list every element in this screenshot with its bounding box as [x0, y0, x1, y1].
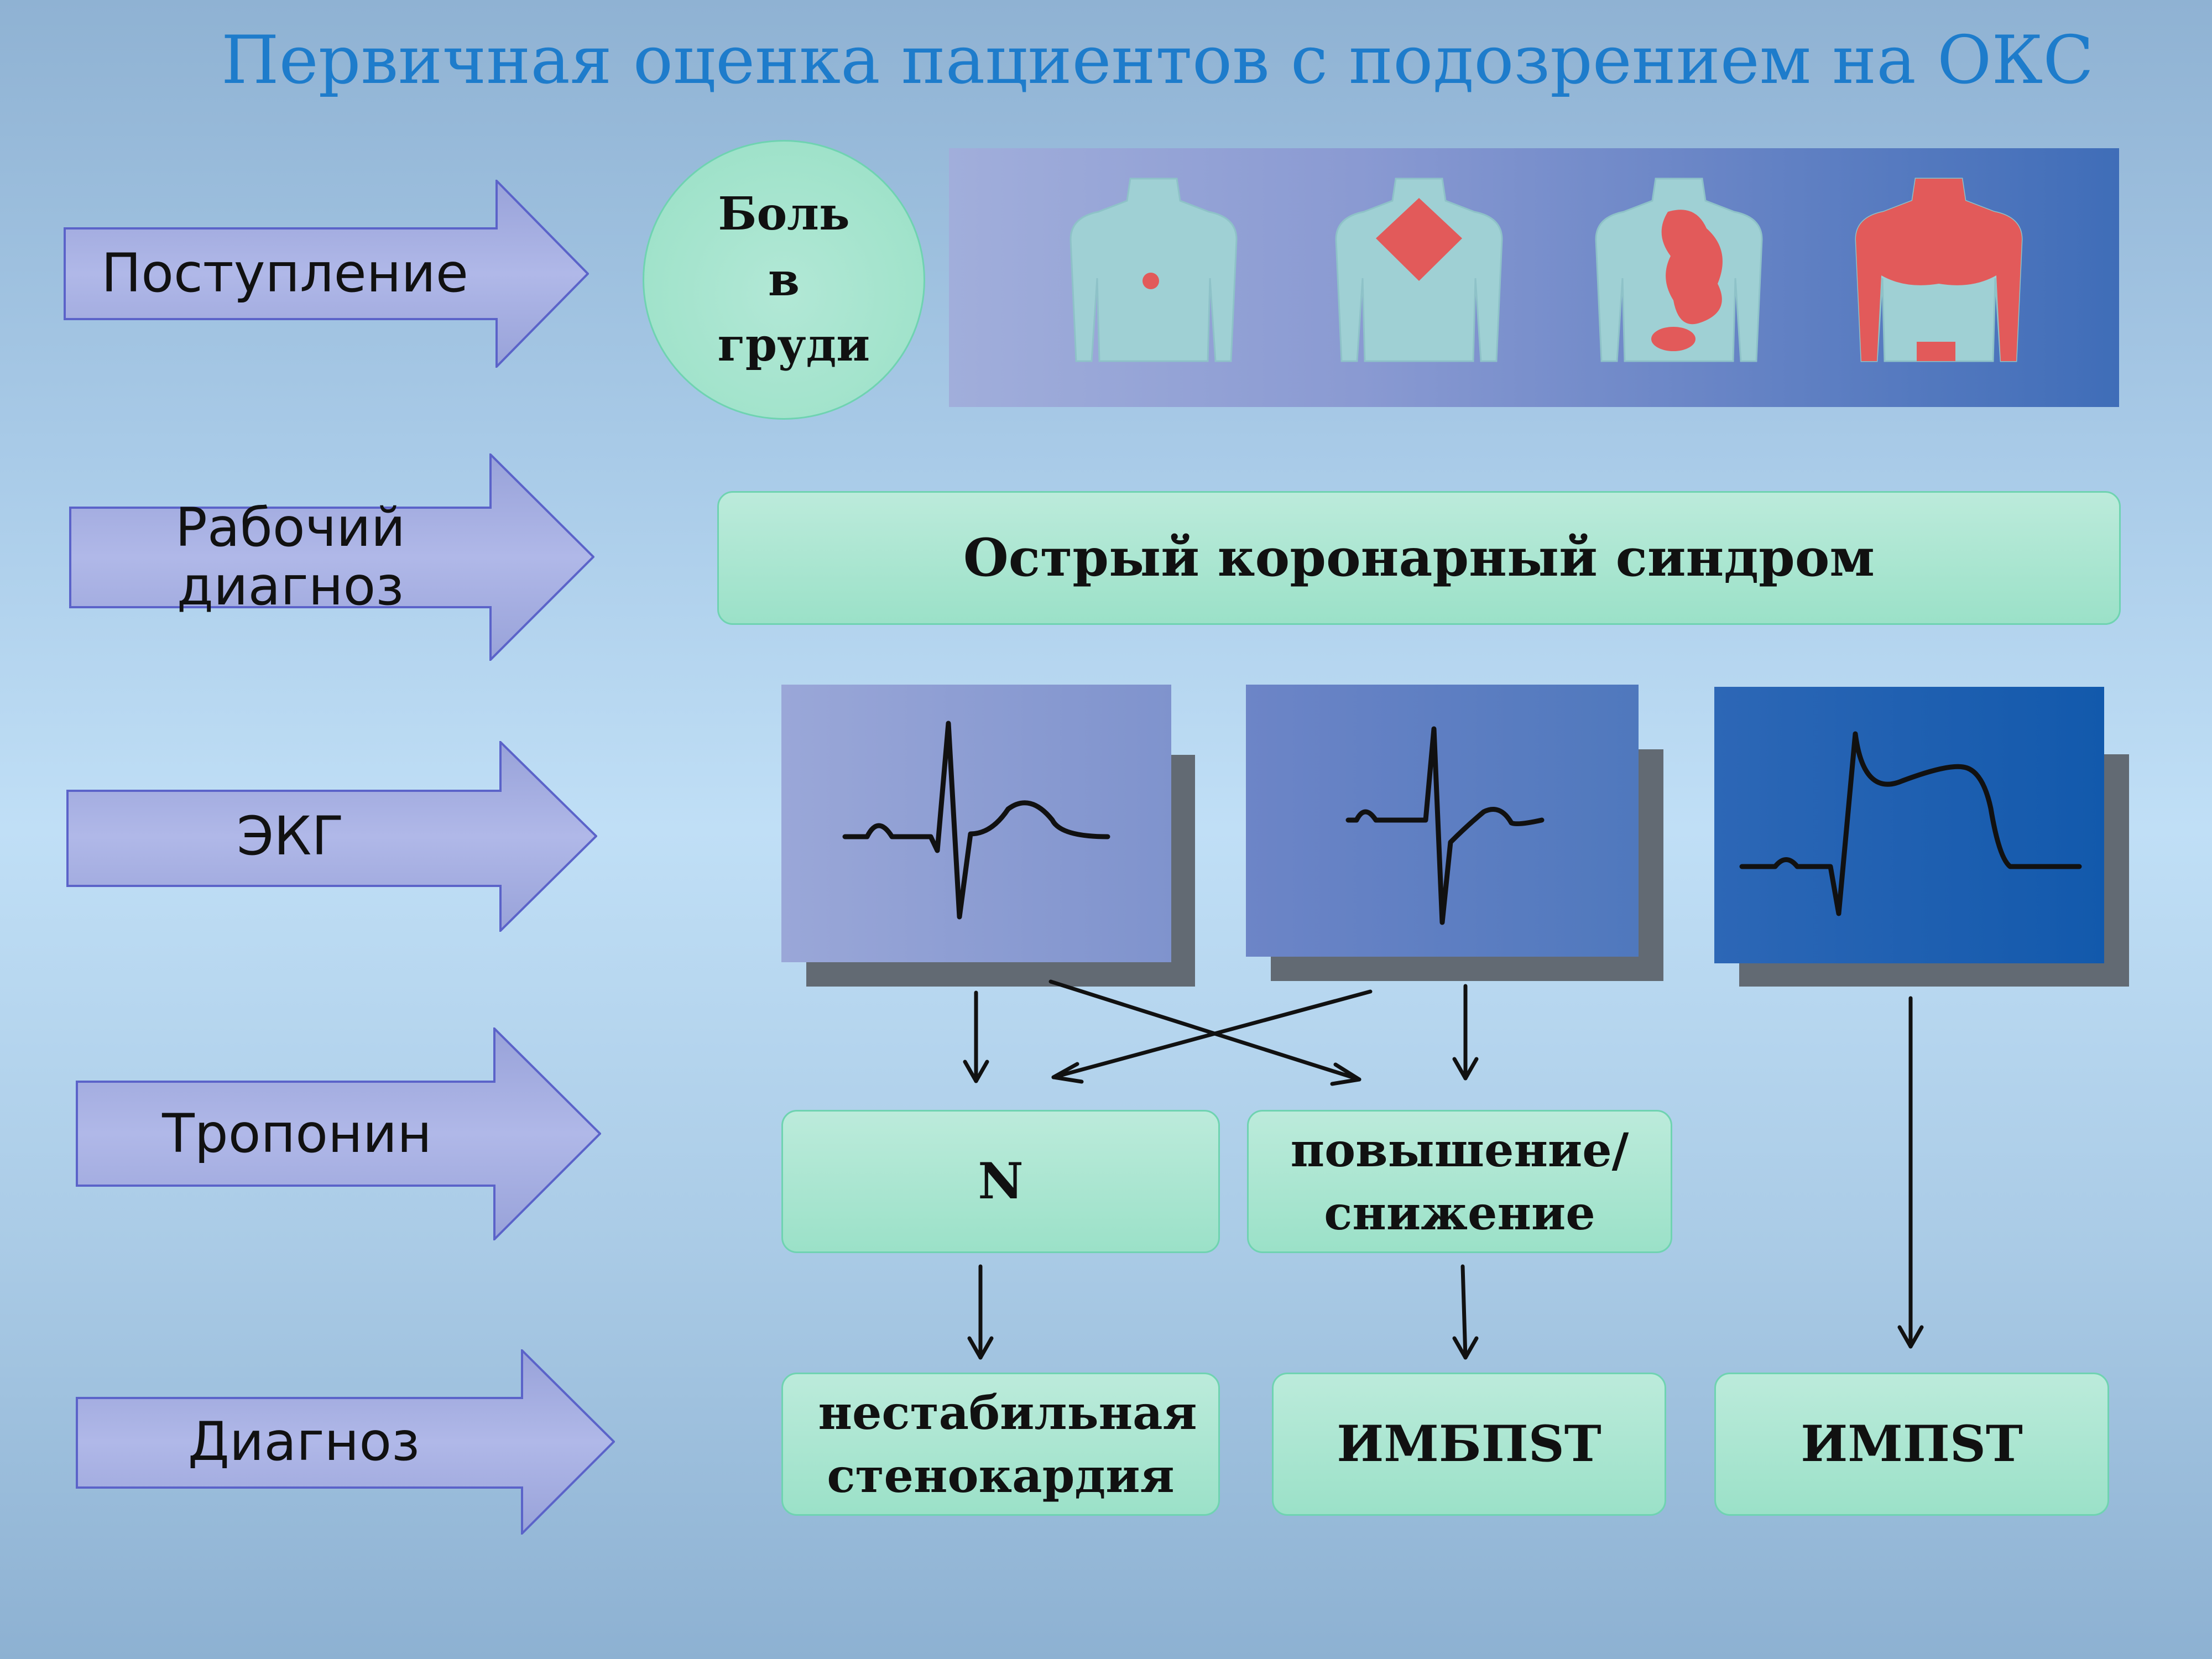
row-arrow-working-diagnosis: Рабочий диагноз	[69, 453, 594, 661]
diagnosis-nstemi-label: ИМБПST	[1337, 1414, 1601, 1473]
page-title: Первичная оценка пациентов с подозрением…	[221, 22, 2094, 99]
torso-pain-point-icon	[1070, 178, 1238, 362]
row-label-troponin: Тропонин	[162, 1102, 432, 1165]
connector-ecg3-to-stemi	[1897, 996, 1924, 1349]
row-label-working-diagnosis: Рабочий диагноз	[175, 496, 406, 617]
troponin-normal-box: N	[781, 1110, 1220, 1253]
torso-pain-center-icon	[1335, 178, 1503, 362]
ecg-st-elevation-icon	[1739, 731, 2082, 916]
row-arrow-diagnosis: Диагноз	[76, 1349, 615, 1535]
ecg-normal-panel	[781, 685, 1196, 988]
troponin-elevated-label: повышение/ снижение	[1290, 1123, 1629, 1240]
row-arrow-admission: Поступление	[64, 180, 589, 368]
connector-elevated-to-nstemi	[1452, 1264, 1479, 1360]
connector-ecg2-to-normal	[1051, 989, 1373, 1084]
diagnosis-nstemi-box: ИМБПST	[1272, 1373, 1666, 1516]
working-diagnosis-label: Острый коронарный синдром	[963, 527, 1875, 588]
ecg-st-elevation-panel	[1714, 687, 2129, 988]
ecg-normal-icon	[842, 721, 1110, 920]
ecg-t-inversion-panel	[1246, 685, 1665, 982]
row-arrow-troponin: Тропонин	[76, 1027, 601, 1240]
row-arrow-ecg: ЭКГ	[66, 741, 597, 932]
diagnosis-stemi-label: ИМПST	[1801, 1414, 2023, 1473]
connector-ecg1-to-normal	[963, 990, 989, 1083]
chest-pain-label: Боль в груди	[717, 187, 870, 372]
diagnosis-stemi-box: ИМПST	[1714, 1373, 2109, 1516]
diagnosis-unstable-angina-box: нестабильная стенокардия	[781, 1373, 1220, 1516]
troponin-elevated-box: повышение/ снижение	[1247, 1110, 1672, 1253]
torso-pain-wide-icon	[1855, 178, 2023, 362]
row-label-admission: Поступление	[101, 242, 468, 305]
chest-pain-circle: Боль в груди	[643, 140, 925, 420]
diagnosis-unstable-angina-label: нестабильная стенокардия	[818, 1385, 1197, 1503]
ecg-t-inversion-icon	[1345, 726, 1545, 925]
troponin-normal-label: N	[978, 1151, 1024, 1211]
connector-ecg2-to-elevated	[1452, 984, 1479, 1081]
row-label-diagnosis: Диагноз	[187, 1410, 420, 1473]
row-label-ecg: ЭКГ	[237, 805, 344, 867]
connector-normal-to-angina	[967, 1264, 994, 1360]
pain-location-panel	[949, 148, 2119, 407]
connector-ecg1-to-elevated	[1048, 979, 1361, 1086]
torso-pain-spread-icon	[1595, 178, 1763, 362]
working-diagnosis-box: Острый коронарный синдром	[717, 491, 2121, 625]
